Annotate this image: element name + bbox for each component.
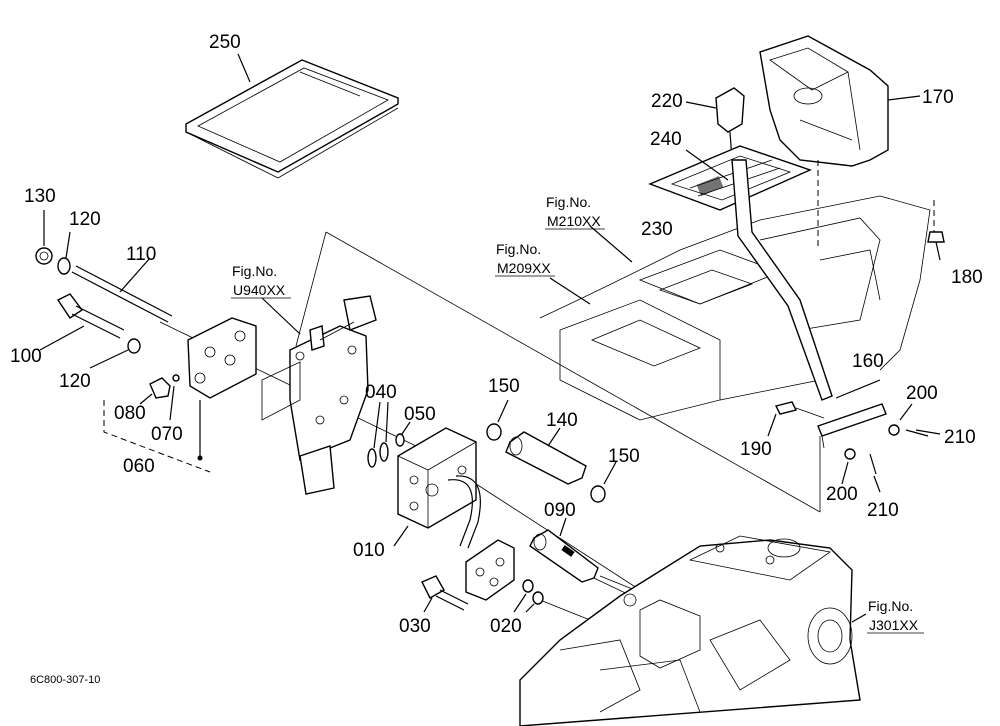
label-010: 010 xyxy=(353,540,385,561)
label-150-top: 150 xyxy=(488,376,520,397)
label-200-bottom: 200 xyxy=(826,484,858,505)
label-080: 080 xyxy=(114,403,146,424)
rear-housing-drawing xyxy=(519,535,867,726)
lever-cover-assembly xyxy=(648,35,935,250)
label-110: 110 xyxy=(126,244,156,265)
label-140: 140 xyxy=(546,410,578,431)
label-180: 180 xyxy=(951,267,983,288)
label-100: 100 xyxy=(10,346,42,367)
label-020: 020 xyxy=(490,616,522,637)
label-160: 160 xyxy=(852,351,884,372)
label-190: 190 xyxy=(740,439,772,460)
label-090: 090 xyxy=(544,500,576,521)
label-230: 230 xyxy=(641,219,673,240)
ref-m209-title: Fig.No. xyxy=(496,241,541,257)
label-130: 130 xyxy=(24,186,56,207)
label-250: 250 xyxy=(209,32,241,53)
ref-u940-title: Fig.No. xyxy=(232,263,277,279)
label-070: 070 xyxy=(151,424,183,445)
ref-m210-title: Fig.No. xyxy=(546,194,591,210)
label-120-bottom: 120 xyxy=(59,371,91,392)
label-210-bottom: 210 xyxy=(867,500,899,521)
label-050: 050 xyxy=(404,404,436,425)
lever-160-drawing xyxy=(731,159,945,493)
label-200-top: 200 xyxy=(906,383,938,404)
part-number-labels: 250 220 170 240 230 130 120 110 100 120 … xyxy=(10,32,983,637)
label-030: 030 xyxy=(399,616,431,637)
label-170: 170 xyxy=(922,87,954,108)
valve-side-assembly xyxy=(35,210,411,495)
label-220: 220 xyxy=(651,91,683,112)
ref-m210-code: M210XX xyxy=(547,213,601,229)
label-060: 060 xyxy=(123,456,155,477)
label-150-bottom: 150 xyxy=(608,446,640,467)
ref-j301-code: J301XX xyxy=(869,617,919,633)
label-210-top: 210 xyxy=(944,427,976,448)
label-040: 040 xyxy=(365,382,397,403)
ref-j301-title: Fig.No. xyxy=(868,598,913,614)
ref-u940-code: U940XX xyxy=(233,282,286,298)
label-120-top: 120 xyxy=(69,209,101,230)
ref-m209-code: M209XX xyxy=(497,260,551,276)
hydraulic-block-assembly xyxy=(393,399,617,613)
figure-references: Fig.No. M210XX Fig.No. M209XX Fig.No. U9… xyxy=(231,194,924,634)
label-240: 240 xyxy=(650,129,682,150)
drawing-code: 6C800-307-10 xyxy=(30,674,100,686)
manual-250-drawing xyxy=(185,53,399,179)
